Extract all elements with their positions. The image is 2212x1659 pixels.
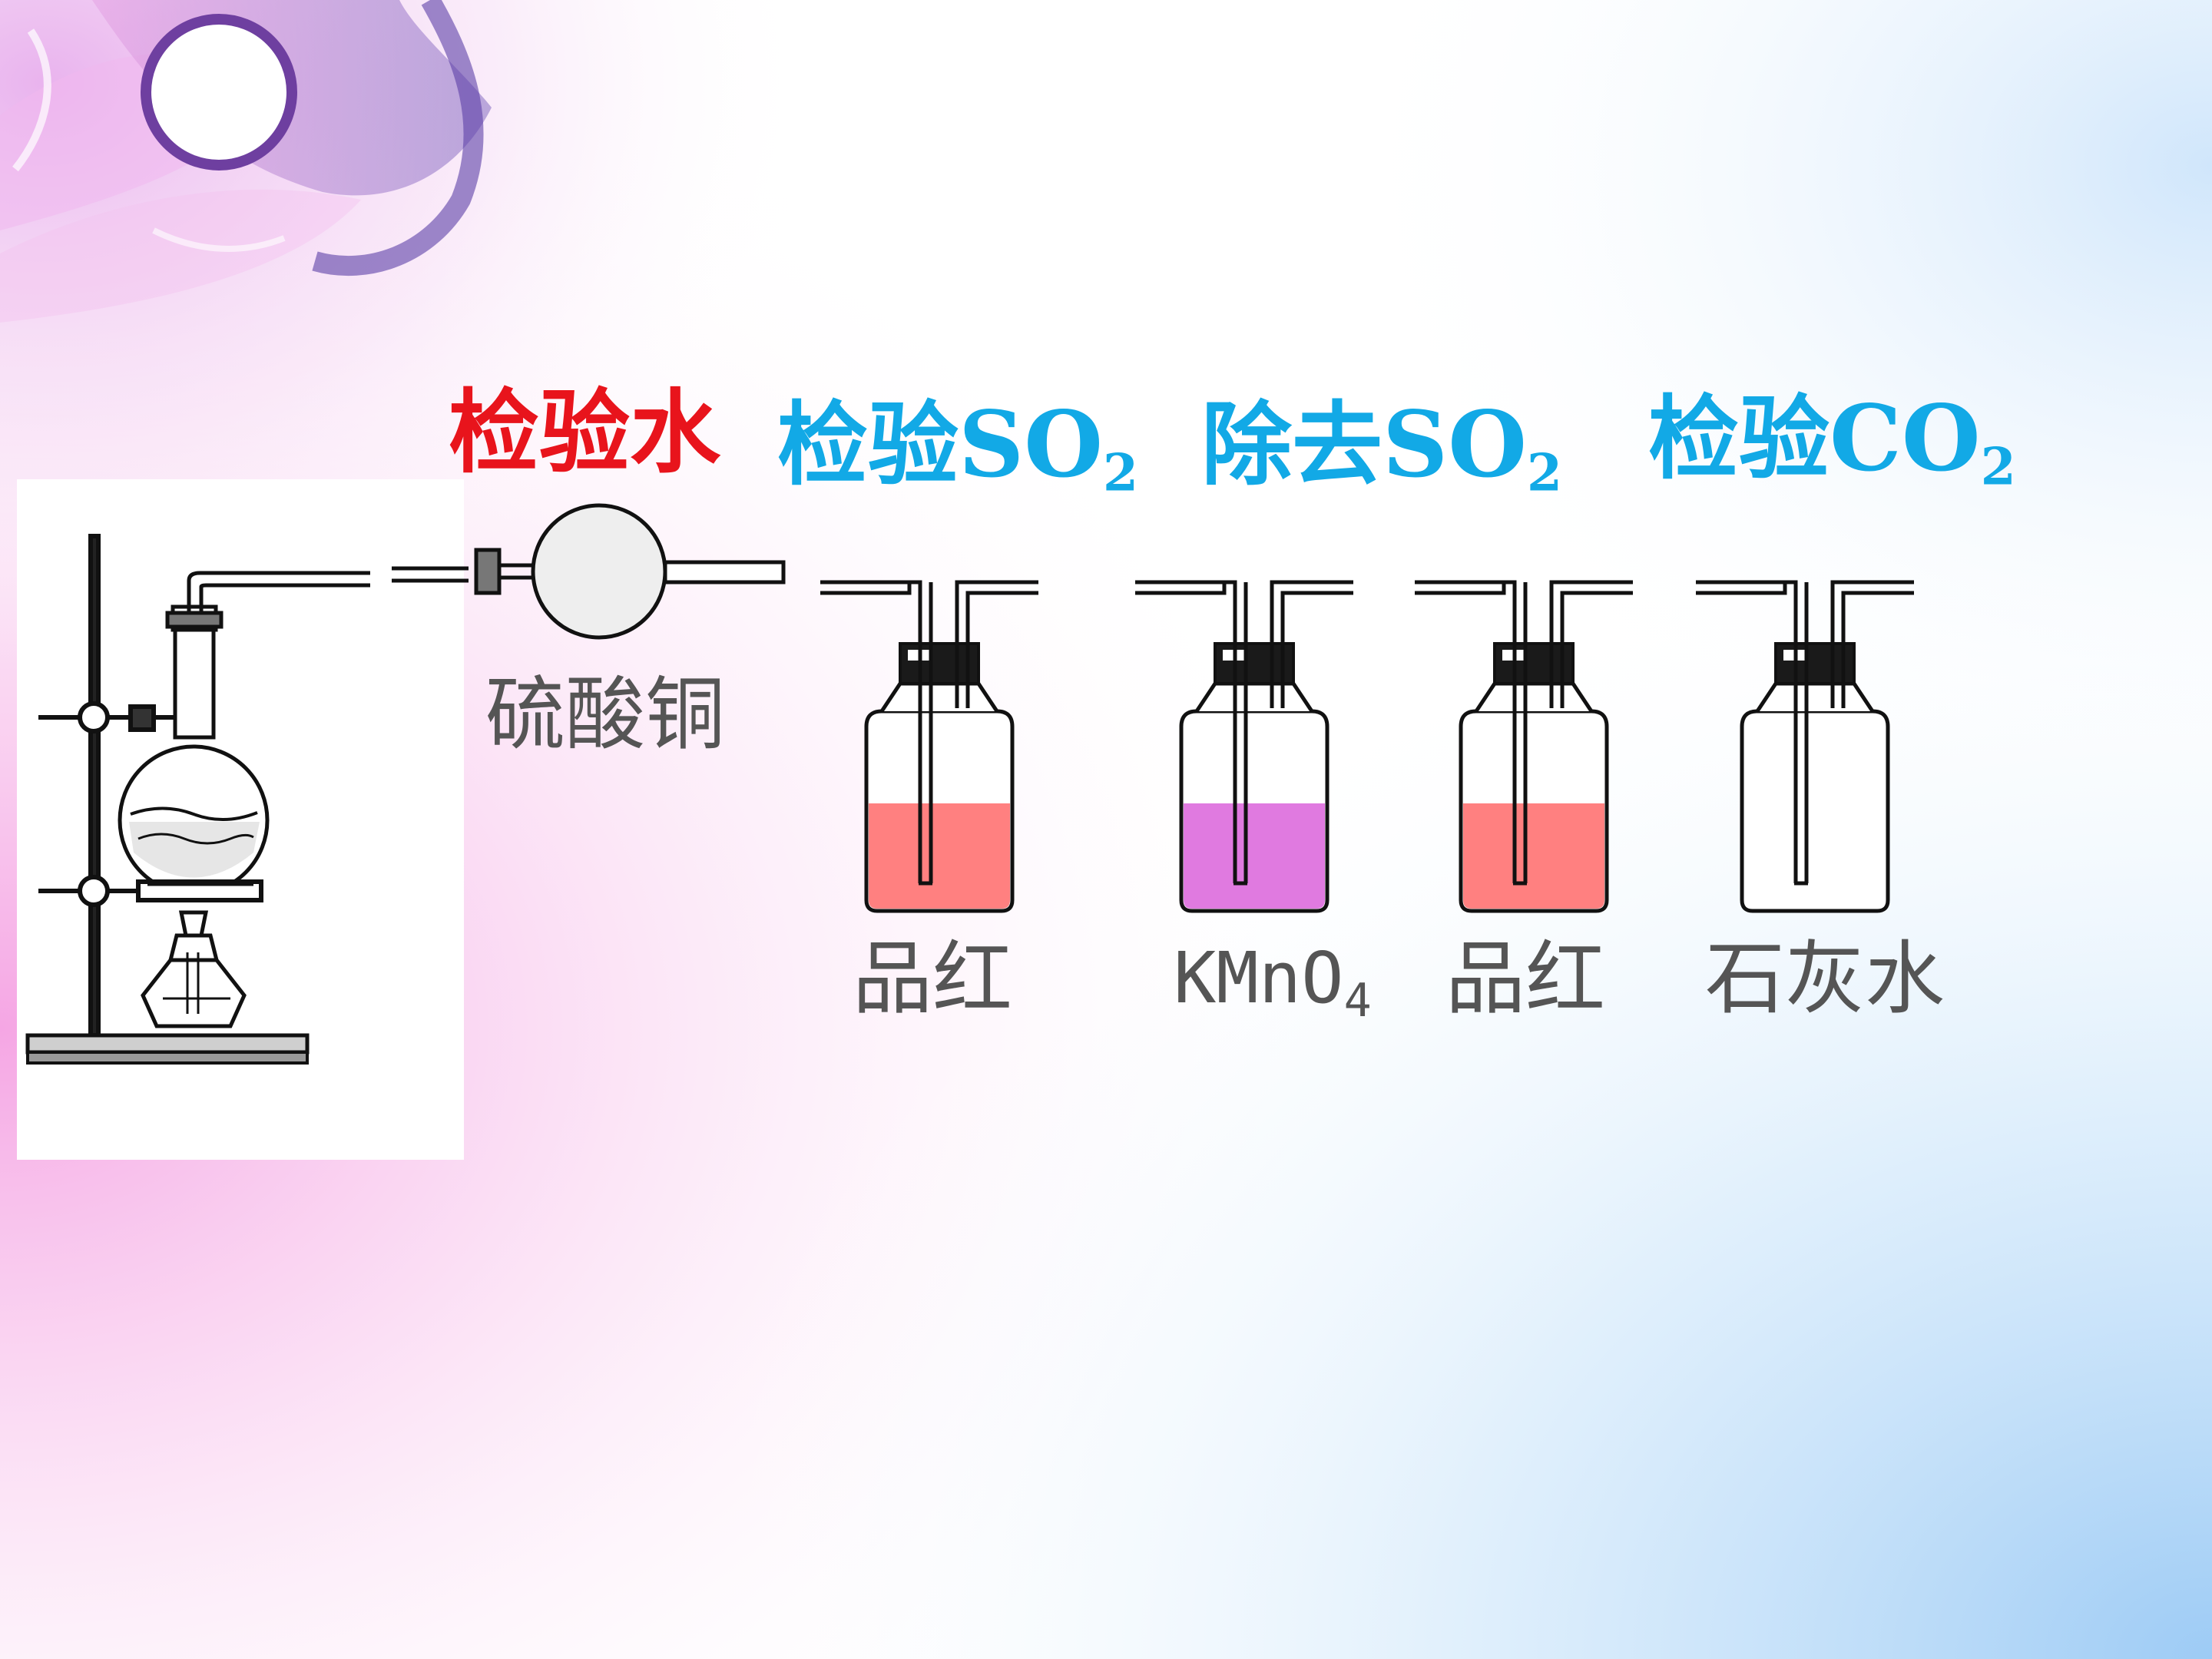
delivery-tube: [187, 571, 370, 613]
heading-detect-co2: 检验CO2: [1648, 393, 2016, 492]
label-kmno4-subscript: 4: [1343, 974, 1372, 1028]
inlet-tube: [820, 580, 933, 883]
bottle-neck: [1194, 681, 1314, 713]
heading-detect-co2-text: 检验CO: [1648, 385, 1981, 492]
bottle-body: [1740, 709, 1890, 913]
label-kmno4-text: KMnO: [1174, 937, 1344, 1019]
label-bottle1-magenta: 品红: [853, 932, 1013, 1025]
inlet-tube-outer: [1135, 582, 1227, 595]
outlet-tube: [1549, 580, 1633, 708]
heading-detect-so2: 检验SO2: [777, 399, 1138, 498]
round-flask: [118, 604, 270, 896]
label-bottle3-magenta: 品红: [1445, 932, 1606, 1025]
bottle-neck: [1474, 681, 1594, 713]
inlet-tube-outer: [1696, 582, 1787, 595]
label-bottle4-limewater: 石灰水: [1705, 932, 1945, 1025]
wire-gauze: [136, 879, 263, 902]
outlet-tube: [1830, 580, 1914, 708]
connector-tube: [392, 566, 469, 583]
inlet-tube: [1415, 580, 1528, 883]
bottle-solution: [1184, 803, 1325, 909]
label-copper-sulfate: 硫酸铜: [485, 667, 726, 761]
bottle-4-limewater: [1696, 580, 1914, 913]
inlet-tube: [1696, 580, 1809, 883]
iron-stand: [25, 534, 310, 1065]
drying-tube: [474, 503, 786, 640]
inlet-tube-outer: [820, 582, 912, 595]
heading-detect-so2-subscript: 2: [1103, 442, 1138, 503]
bottle-2-kmno4: [1135, 580, 1353, 913]
inlet-tube-outer: [1415, 582, 1506, 595]
label-bottle2-kmno4: KMnO4: [1174, 943, 1372, 1025]
bottle-neck: [879, 681, 999, 713]
bottle-solution: [869, 803, 1010, 909]
outlet-tube: [1270, 580, 1353, 708]
bottle-3-magenta: [1415, 580, 1633, 913]
heading-remove-so2: 除去SO2: [1201, 399, 1562, 498]
outlet-tube: [955, 580, 1038, 708]
heading-detect-co2-subscript: 2: [1980, 436, 2016, 497]
bottle-solution: [1463, 803, 1604, 909]
bottle-neck: [1755, 681, 1875, 713]
inlet-tube: [1135, 580, 1248, 883]
heading-remove-so2-subscript: 2: [1527, 442, 1562, 503]
bottle-1-magenta: [820, 580, 1038, 913]
alcohol-lamp: [141, 910, 247, 1028]
heading-remove-so2-text: 除去SO: [1201, 391, 1528, 498]
heading-detect-so2-text: 检验SO: [777, 391, 1104, 498]
heading-detect-water: 检验水: [449, 379, 721, 485]
